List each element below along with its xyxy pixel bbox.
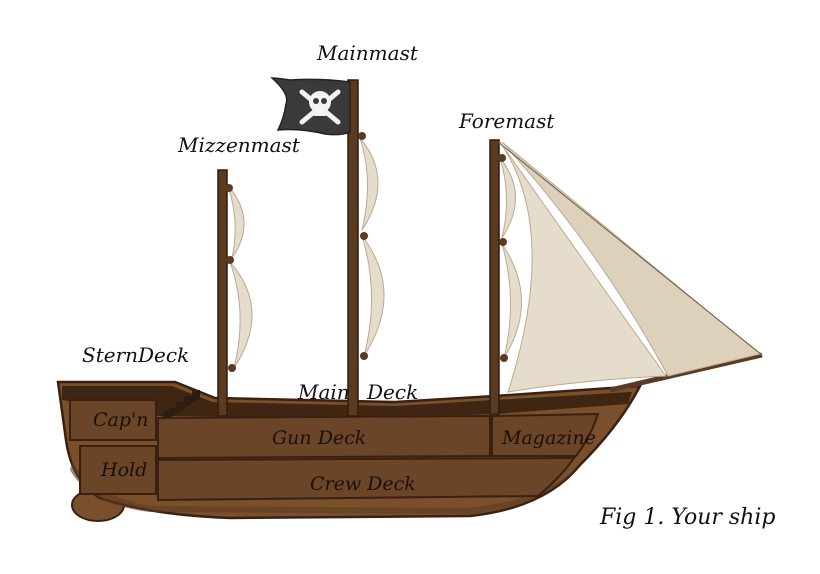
hold-room <box>79 445 157 495</box>
crew-deck-room <box>157 456 576 502</box>
mizzen-sail-upper <box>227 185 245 259</box>
capn-room <box>69 399 157 441</box>
gun-deck-room <box>157 414 491 460</box>
mainmast-pole <box>347 79 359 417</box>
main-sail-lower <box>361 235 385 357</box>
label-hold: Hold <box>100 459 147 481</box>
jib-sail-inner <box>499 141 667 393</box>
skull-crossbones-icon <box>299 89 341 125</box>
fore-sail-lower <box>501 243 522 359</box>
stern-stairs <box>160 390 200 418</box>
label-main: Main <box>297 380 350 404</box>
magazine-room <box>491 412 600 457</box>
jib-sail-outer <box>501 141 762 377</box>
label-crew-deck: Crew Deck <box>310 473 416 495</box>
label-mainmast: Mainmast <box>316 41 419 65</box>
label-mizzenmast: Mizzenmast <box>177 133 301 157</box>
figure-caption: Fig 1. Your ship <box>599 505 775 530</box>
mizzenmast-pole <box>217 169 228 417</box>
yard-knobs <box>225 132 508 372</box>
forestay-rope <box>497 141 763 356</box>
label-magazine: Magazine <box>501 427 596 449</box>
label-gun-deck: Gun Deck <box>272 427 366 449</box>
label-foremast: Foremast <box>458 109 555 133</box>
label-stern-deck: SternDeck <box>82 343 189 367</box>
bowsprit <box>609 352 763 393</box>
label-deck: Deck <box>366 380 418 404</box>
main-sail-upper <box>359 137 379 231</box>
label-capn: Cap'n <box>93 409 149 431</box>
foremast-pole <box>489 139 500 415</box>
mizzen-sail-lower <box>229 261 253 369</box>
fore-sail-upper <box>499 157 516 239</box>
